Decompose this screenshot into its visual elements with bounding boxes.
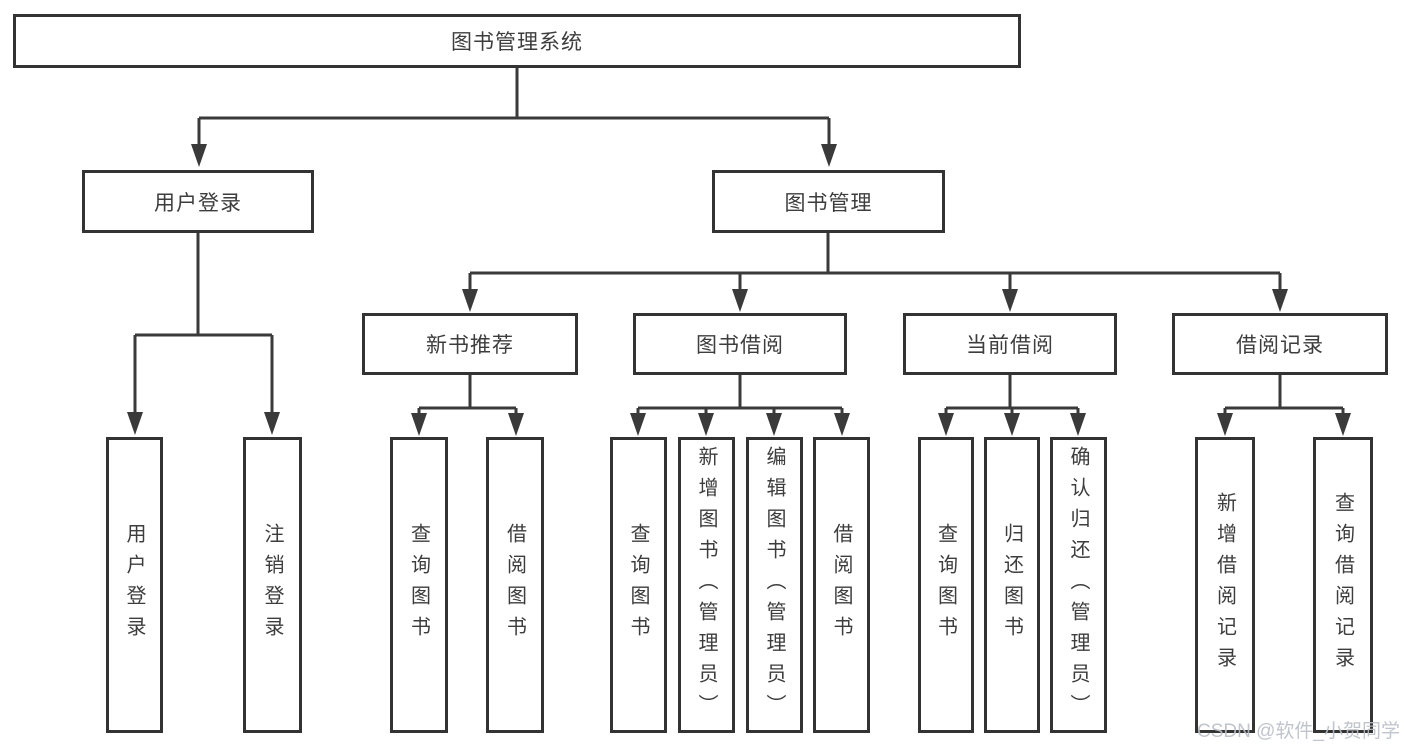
leaf-edit-books-admin: 编辑图书（管理员） [746,437,803,733]
leaf-query-books-newbook: 查询图书 [390,437,448,733]
node-user-login: 用户登录 [82,170,314,233]
leaf-return-books: 归还图书 [984,437,1040,733]
leaf-logout: 注销登录 [243,437,302,733]
csdn-watermark: CSDN @软件_小贺同学 [1197,721,1400,742]
leaf-query-books-current: 查询图书 [918,437,974,733]
node-library-management-system: 图书管理系统 [13,14,1021,68]
leaf-add-books-admin: 新增图书（管理员） [678,437,735,733]
leaf-confirm-return-admin: 确认归还（管理员） [1050,437,1107,733]
leaf-borrow-books-borrow: 借阅图书 [813,437,870,733]
leaf-query-borrow-record: 查询借阅记录 [1313,437,1373,733]
node-new-book-recommend: 新书推荐 [362,313,578,375]
leaf-borrow-books-newbook: 借阅图书 [486,437,544,733]
node-borrow-records: 借阅记录 [1172,313,1388,375]
leaf-add-borrow-record: 新增借阅记录 [1195,437,1255,733]
node-book-management: 图书管理 [712,170,945,233]
node-book-borrowing: 图书借阅 [633,313,847,375]
node-current-borrowing: 当前借阅 [903,313,1117,375]
leaf-user-login: 用户登录 [106,437,163,733]
leaf-query-books-borrow: 查询图书 [610,437,667,733]
